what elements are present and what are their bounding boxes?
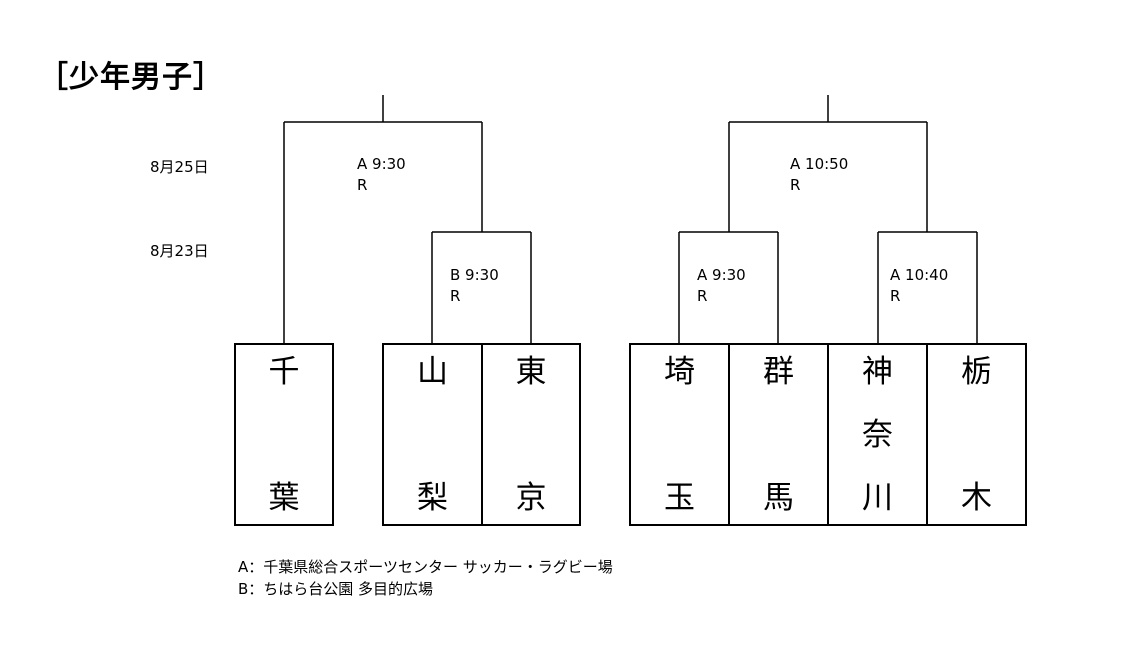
team-char: 木	[961, 480, 992, 516]
team-char: 神	[862, 354, 893, 390]
team-char: 葉	[268, 480, 300, 516]
team-char: 栃	[961, 354, 992, 390]
team-box-kanagawa: 神 奈 川	[827, 343, 928, 526]
team-box-tochigi: 栃 木	[926, 343, 1027, 526]
team-char: 梨	[417, 480, 448, 516]
team-char: 馬	[763, 480, 794, 516]
match-venue-time: A 9:30	[697, 266, 746, 284]
match-result: R	[697, 287, 708, 305]
team-char: 群	[763, 354, 794, 390]
team-char: 山	[417, 354, 448, 390]
venue-legend: A：千葉県総合スポーツセンター サッカー・ラグビー場 B：ちはら台公園 多目的広…	[238, 556, 613, 600]
match-info-left-final: A 9:30 R	[357, 154, 406, 196]
team-char: 玉	[664, 480, 695, 516]
page-title: ［少年男子］	[38, 60, 224, 95]
match-info-right-semi-2: A 10:40 R	[890, 265, 948, 307]
team-char: 千	[268, 354, 300, 390]
team-box-tokyo: 東 京	[481, 343, 581, 526]
venue-legend-a: A：千葉県総合スポーツセンター サッカー・ラグビー場	[238, 558, 613, 576]
match-info-right-semi-1: A 9:30 R	[697, 265, 746, 307]
team-box-saitama: 埼 玉	[629, 343, 730, 526]
match-info-left-semi: B 9:30 R	[450, 265, 499, 307]
match-venue-time: B 9:30	[450, 266, 499, 284]
team-box-yamanashi: 山 梨	[382, 343, 483, 526]
match-result: R	[890, 287, 901, 305]
match-result: R	[357, 176, 368, 194]
team-box-chiba: 千 葉	[234, 343, 334, 526]
team-char: 東	[515, 354, 547, 390]
venue-legend-b: B：ちはら台公園 多目的広場	[238, 580, 434, 598]
team-box-gunma: 群 馬	[728, 343, 829, 526]
team-char: 奈	[862, 417, 893, 453]
match-result: R	[790, 176, 801, 194]
match-result: R	[450, 287, 461, 305]
team-char: 川	[862, 480, 893, 516]
match-venue-time: A 10:40	[890, 266, 949, 284]
match-venue-time: A 9:30	[357, 155, 406, 173]
round-date-semi: 8月23日	[150, 242, 209, 260]
match-info-right-final: A 10:50 R	[790, 154, 848, 196]
match-venue-time: A 10:50	[790, 155, 849, 173]
team-char: 京	[515, 480, 547, 516]
round-date-final: 8月25日	[150, 158, 209, 176]
team-char: 埼	[664, 354, 695, 390]
